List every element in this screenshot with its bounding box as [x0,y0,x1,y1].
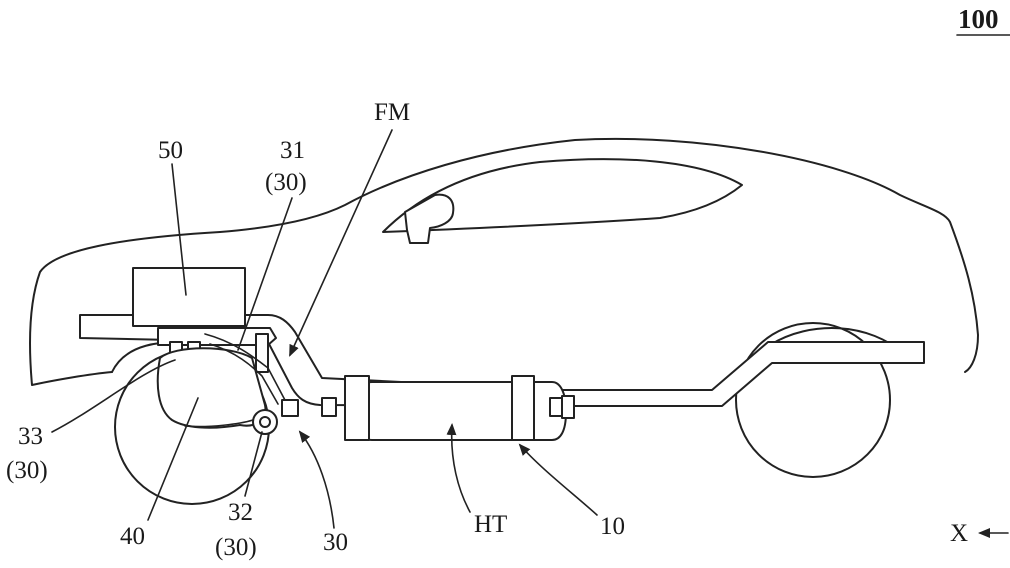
figure-number: 100 [958,4,999,34]
label-31: 31 [280,137,305,164]
link-31-upper [204,333,287,403]
label-32: 32 [228,499,253,526]
component-40 [156,347,267,429]
leader-31 [237,197,293,351]
label-ht: HT [474,511,507,538]
label-50: 50 [158,137,183,164]
label-30: 30 [323,529,348,556]
frame-rail [79,314,925,407]
leader-33 [51,359,176,433]
label-fm: FM [374,99,410,126]
label-33-ref: (30) [6,457,48,484]
car-body-outline [29,137,979,386]
link-31-lower [209,343,279,405]
joint-32-inner [259,416,271,428]
label-10: 10 [600,513,625,540]
link-clamp [281,399,299,417]
label-33: 33 [18,423,43,450]
side-mirror [404,193,455,244]
tank-front-nozzle [321,397,337,417]
leader-10 [518,443,598,516]
leader-ht [446,423,471,513]
leader-30 [298,430,335,529]
label-32-ref: (30) [215,534,257,561]
rear-wheel [735,322,891,478]
label-40: 40 [120,523,145,550]
leader-32 [244,431,263,497]
side-window [382,158,743,233]
tank-strap-rear [511,375,535,441]
leader-fm [289,129,393,357]
joint-32-arm [184,419,254,428]
leader-50 [171,163,187,296]
leader-40 [147,397,199,521]
mount-block [157,327,277,346]
label-31-ref: (30) [265,169,307,196]
tank-strap-front [344,375,370,441]
box-50 [132,267,246,327]
tank-rear-valve [561,395,575,419]
direction-label: X [950,520,968,547]
